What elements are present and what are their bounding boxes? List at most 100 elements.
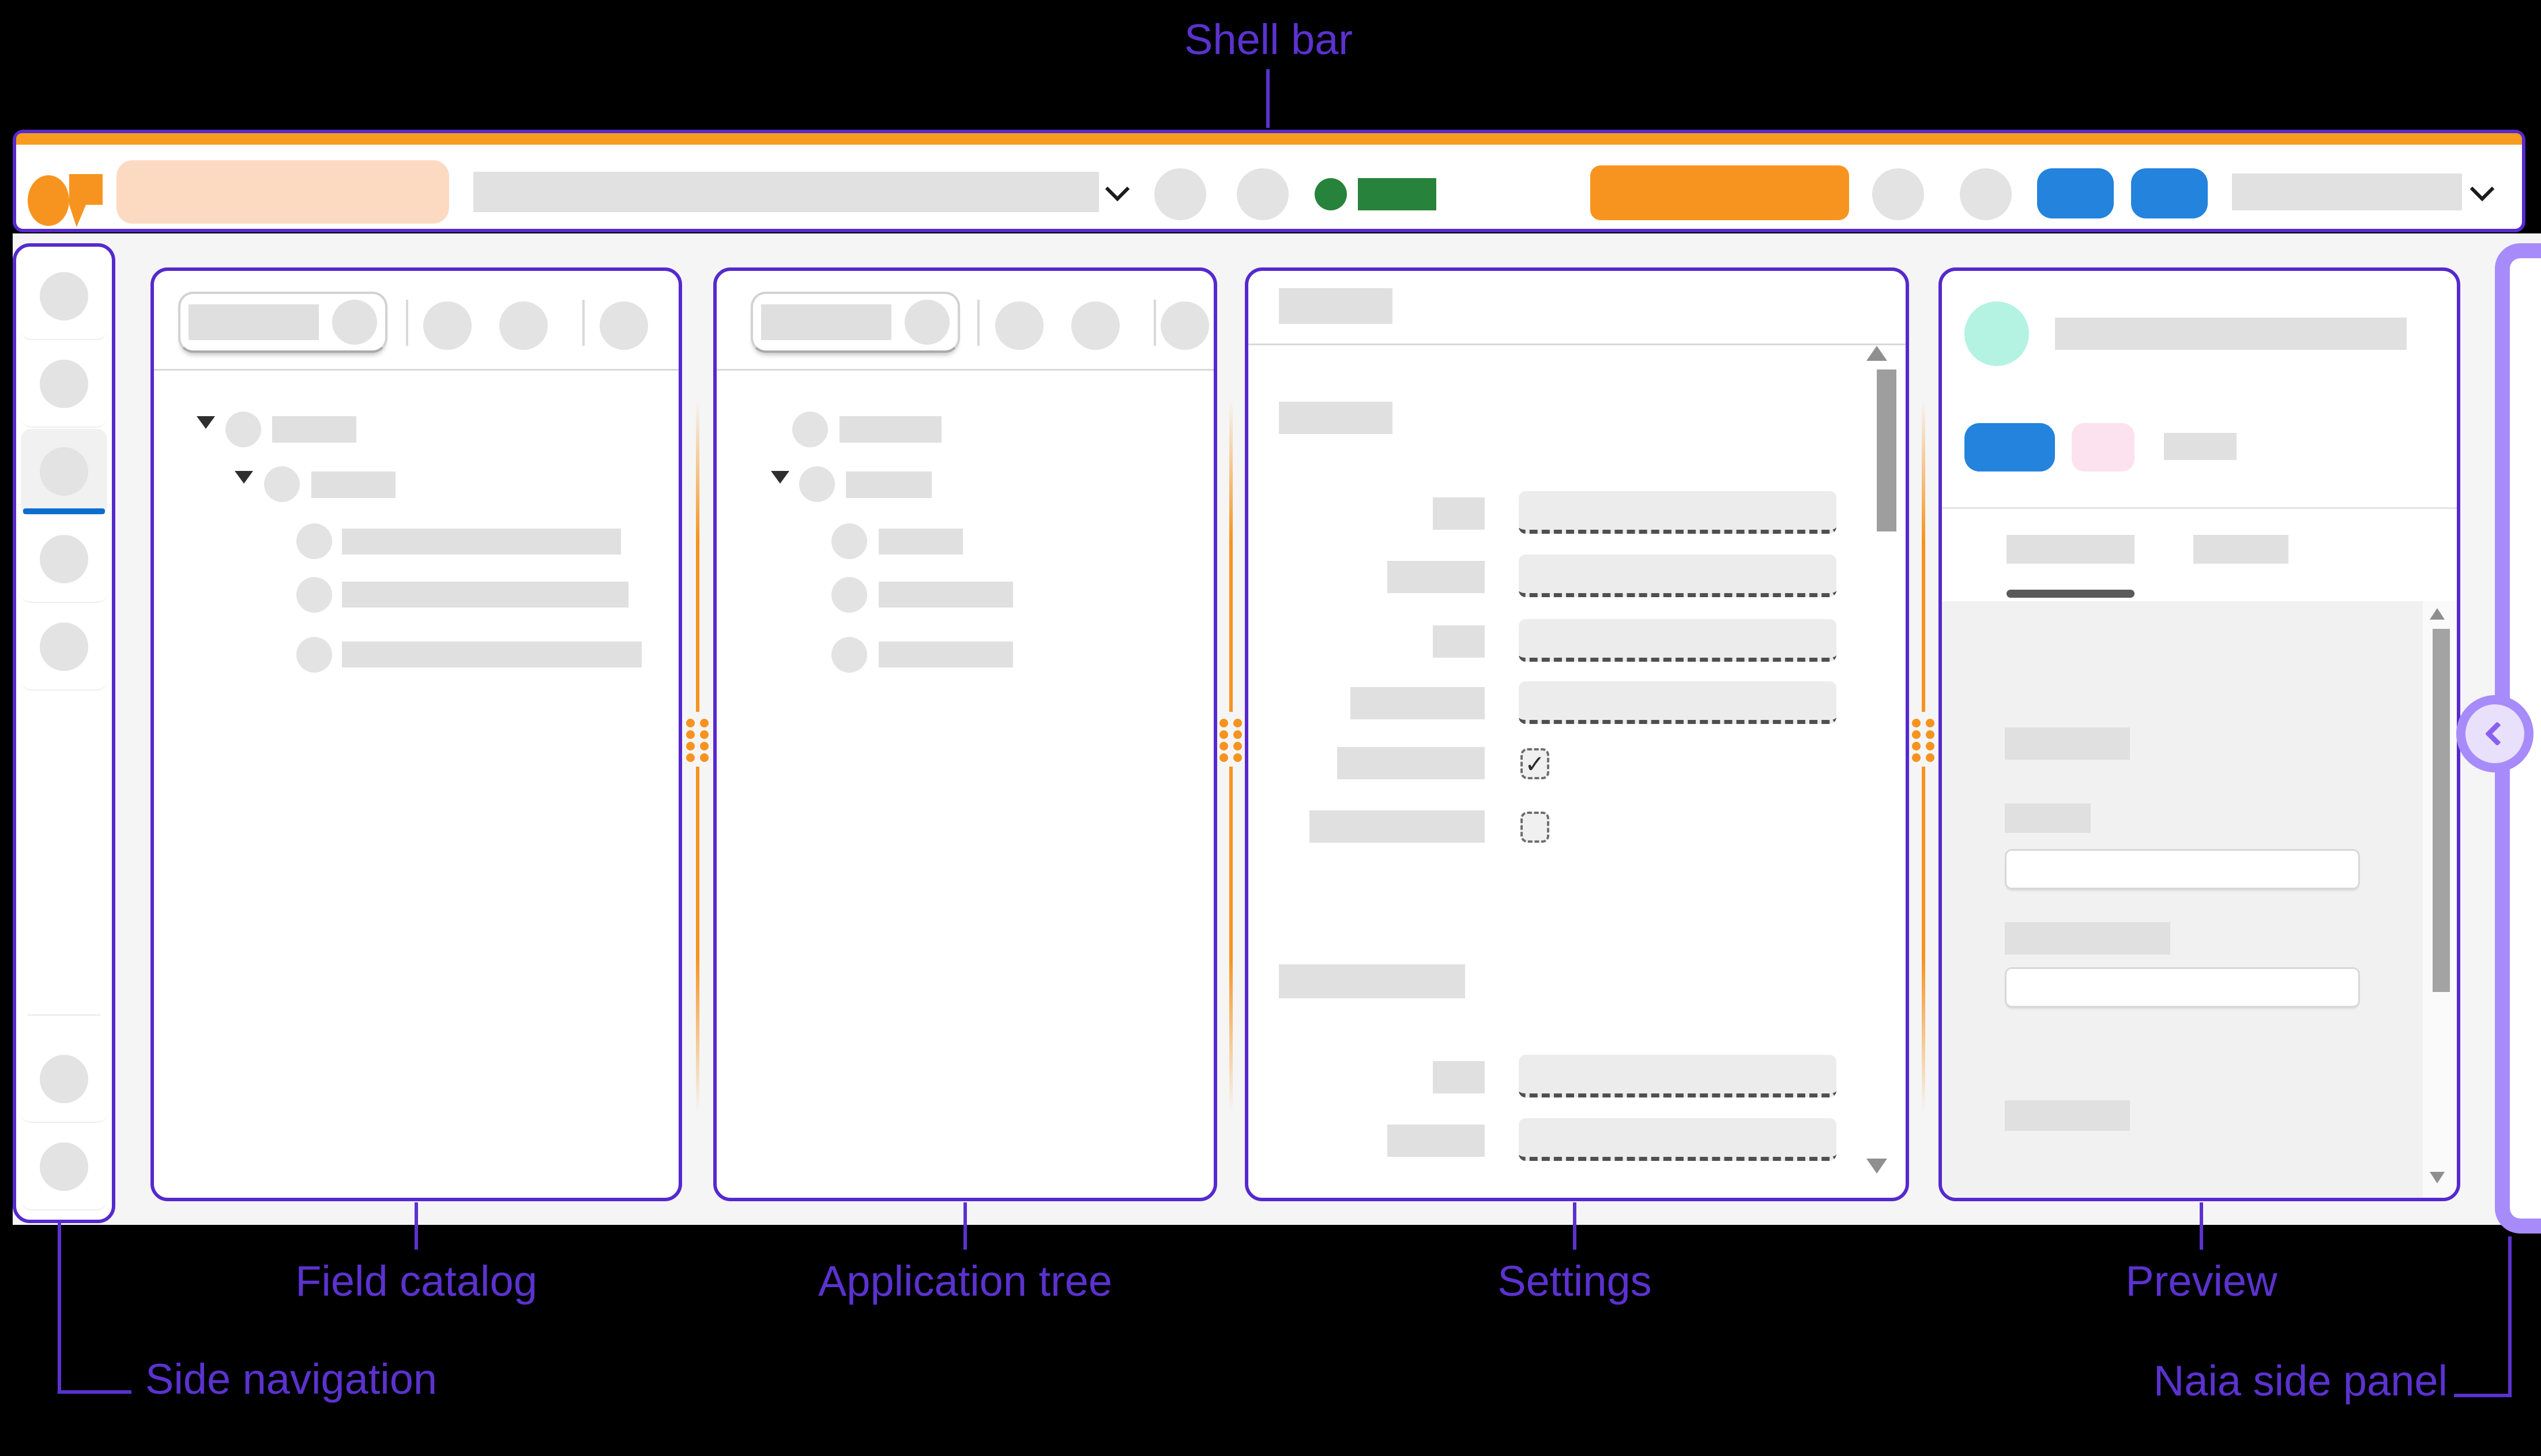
search-icon[interactable] xyxy=(332,300,377,345)
sidebar-item-6[interactable] xyxy=(21,1036,107,1123)
form-input[interactable] xyxy=(1519,491,1836,534)
object-title-placeholder xyxy=(2055,318,2407,350)
splitter-grip-icon[interactable] xyxy=(686,719,709,762)
tree-item-label-placeholder xyxy=(840,416,942,443)
form-label-placeholder xyxy=(1387,561,1485,593)
checkbox-unchecked[interactable] xyxy=(1520,812,1549,843)
search-icon[interactable] xyxy=(905,300,950,345)
toolbar-button[interactable] xyxy=(600,301,648,350)
content-heading-placeholder xyxy=(2005,727,2130,760)
annotation-field-catalog: Field catalog xyxy=(295,1257,537,1305)
workspace-chevron-down-icon[interactable] xyxy=(2470,176,2495,202)
toolbar-button[interactable] xyxy=(1161,301,1209,350)
preview-text-input[interactable] xyxy=(2005,849,2360,889)
scrollbar-thumb[interactable] xyxy=(2433,629,2450,992)
toolbar-button[interactable] xyxy=(499,301,548,350)
logo-circle xyxy=(28,175,69,226)
tree-item-label-placeholder xyxy=(311,471,396,498)
caret-down-icon[interactable] xyxy=(197,416,215,429)
toolbar-button[interactable] xyxy=(1071,301,1120,350)
sidebar-item-icon xyxy=(40,447,88,496)
global-search-input[interactable] xyxy=(473,172,1099,212)
section-heading-placeholder xyxy=(1279,402,1392,434)
tree-item-icon xyxy=(831,577,867,613)
caret-down-icon[interactable] xyxy=(235,471,253,484)
tree-item-icon xyxy=(264,466,300,502)
form-label-placeholder xyxy=(1433,497,1485,530)
sidebar-item-4[interactable] xyxy=(21,516,107,603)
sidebar-item-5[interactable] xyxy=(21,604,107,691)
field-catalog-search-input[interactable] xyxy=(178,292,387,353)
checkbox-checked[interactable]: ✓ xyxy=(1520,748,1549,779)
scroll-down-icon[interactable] xyxy=(1866,1159,1887,1174)
scroll-up-icon[interactable] xyxy=(2430,608,2445,620)
tree-item-icon xyxy=(225,412,261,447)
toolbar-divider xyxy=(582,300,585,346)
shell-bar-accent-stripe xyxy=(16,133,2522,145)
tree-item-label-placeholder xyxy=(342,582,628,608)
annotation-naia-side-panel: Naia side panel xyxy=(2153,1357,2448,1405)
form-input[interactable] xyxy=(1519,555,1836,597)
application-tree-search-input[interactable] xyxy=(751,292,960,353)
check-icon: ✓ xyxy=(1524,750,1545,778)
preview-text-input[interactable] xyxy=(2005,967,2360,1008)
sidebar-item-icon xyxy=(40,535,88,583)
annotation-preview: Preview xyxy=(2125,1257,2278,1305)
sidebar-item-2[interactable] xyxy=(21,341,107,428)
form-label-placeholder xyxy=(1387,1125,1485,1157)
form-input[interactable] xyxy=(1519,1055,1836,1097)
sidebar-item-3-selected[interactable] xyxy=(21,429,107,515)
form-input[interactable] xyxy=(1519,1118,1836,1161)
tree-item-label-placeholder xyxy=(879,582,1013,608)
logo-icon[interactable] xyxy=(28,174,103,227)
header-divider xyxy=(1942,507,2457,509)
shellbar-icon-button[interactable] xyxy=(1872,168,1924,220)
splitter-line xyxy=(1229,767,1233,1112)
tree-item-label-placeholder xyxy=(846,471,932,498)
avatar xyxy=(1964,301,2029,366)
naia-collapse-button[interactable] xyxy=(2456,695,2534,772)
tab-selected[interactable] xyxy=(2007,535,2135,564)
primary-action-button[interactable] xyxy=(1590,165,1849,220)
preview-content-area xyxy=(1942,601,2457,1198)
form-input[interactable] xyxy=(1519,681,1836,724)
splitter-grip-icon[interactable] xyxy=(1912,719,1934,762)
form-label-placeholder xyxy=(1433,625,1485,658)
tab-unselected[interactable] xyxy=(2193,535,2288,564)
field-catalog-panel xyxy=(150,267,682,1201)
search-scope-chevron-down-icon[interactable] xyxy=(1105,176,1130,202)
shellbar-action-button[interactable] xyxy=(2037,168,2114,218)
form-input[interactable] xyxy=(1519,619,1836,662)
workspace-selector[interactable] xyxy=(2232,173,2462,210)
sidebar-item-1[interactable] xyxy=(21,254,107,340)
splitter-line xyxy=(696,767,699,1112)
annotation-connector xyxy=(2508,1236,2512,1397)
shellbar-icon-button[interactable] xyxy=(1960,168,2012,220)
primary-button[interactable] xyxy=(1964,423,2055,471)
scroll-up-icon[interactable] xyxy=(1866,346,1887,361)
toolbar-button[interactable] xyxy=(995,301,1044,350)
splitter-grip-icon[interactable] xyxy=(1219,719,1242,762)
logo-flag xyxy=(69,174,103,227)
field-label-placeholder xyxy=(2005,1100,2130,1131)
annotation-application-tree: Application tree xyxy=(818,1257,1113,1305)
shellbar-icon-button[interactable] xyxy=(1237,168,1289,220)
annotation-connector xyxy=(58,1390,131,1394)
scroll-down-icon[interactable] xyxy=(2430,1172,2445,1183)
annotation-shell-bar: Shell bar xyxy=(1184,16,1353,63)
sidebar-item-7[interactable] xyxy=(21,1124,107,1210)
toolbar-button[interactable] xyxy=(423,301,472,350)
preview-panel xyxy=(1938,267,2460,1201)
secondary-button[interactable] xyxy=(2072,423,2135,471)
form-label-placeholder xyxy=(1350,687,1485,719)
tree-item-label-placeholder xyxy=(342,529,621,555)
shellbar-action-button[interactable] xyxy=(2131,168,2208,218)
caret-down-icon[interactable] xyxy=(771,471,789,484)
settings-panel: ✓ xyxy=(1245,267,1909,1201)
toolbar-divider xyxy=(977,300,980,346)
product-name-placeholder xyxy=(116,160,449,224)
scrollbar-thumb[interactable] xyxy=(1877,369,1896,531)
tree-item-label-placeholder xyxy=(879,642,1013,667)
shellbar-icon-button[interactable] xyxy=(1154,168,1206,220)
status-text-placeholder xyxy=(1358,178,1436,210)
